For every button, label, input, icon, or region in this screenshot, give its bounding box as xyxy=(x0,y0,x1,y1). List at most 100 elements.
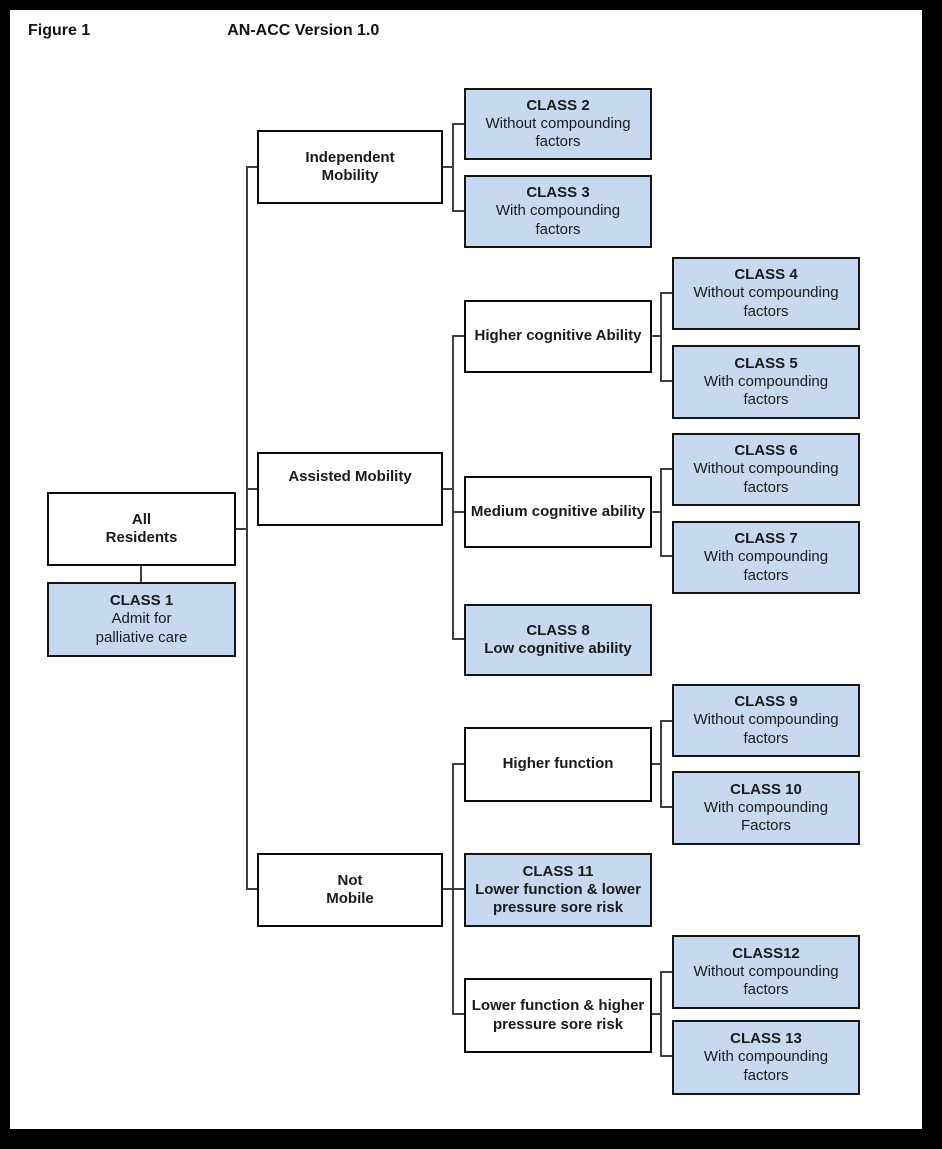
connector-class5-stub xyxy=(660,380,672,382)
connector-highercog-out xyxy=(652,335,662,337)
class-6-desc-line2: factors xyxy=(743,478,789,496)
medium-cognitive-label: Medium cognitive ability xyxy=(470,502,646,520)
connector-class12-stub xyxy=(660,971,672,973)
class-2-desc-line2: factors xyxy=(535,133,581,151)
class-11-desc-line1: Lower function & lower xyxy=(475,880,641,898)
class-9-desc-line1: Without compounding xyxy=(693,711,839,729)
connector-root-stub xyxy=(236,528,246,530)
node-higher-cognitive: Higher cognitive Ability xyxy=(464,300,652,373)
node-class-6: CLASS 6 Without compounding factors xyxy=(672,433,860,506)
class-12-title: CLASS12 xyxy=(732,944,800,962)
node-independent-mobility: Independent Mobility xyxy=(257,130,443,204)
class-2-desc-line1: Without compounding xyxy=(485,114,631,132)
node-class-2: CLASS 2 Without compounding factors xyxy=(464,88,652,160)
class-7-desc-line2: factors xyxy=(743,566,789,584)
connector-class11-stub xyxy=(452,888,464,890)
figure-title: AN-ACC Version 1.0 xyxy=(227,22,380,39)
connector-root-class1 xyxy=(140,566,142,582)
connector-higherfn-trunk xyxy=(660,720,662,808)
node-class-11: CLASS 11 Lower function & lower pressure… xyxy=(464,853,652,927)
node-class-5: CLASS 5 With compounding factors xyxy=(672,345,860,419)
class-13-title: CLASS 13 xyxy=(730,1030,802,1048)
lower-function-higher-line2: pressure sore risk xyxy=(492,1015,624,1033)
class-10-desc-line1: With compounding xyxy=(703,798,829,816)
class-8-title: CLASS 8 xyxy=(526,621,590,639)
node-class-7: CLASS 7 With compounding factors xyxy=(672,521,860,594)
connector-class2-stub xyxy=(452,123,464,125)
class-8-desc-line1: Low cognitive ability xyxy=(484,640,632,657)
class-11-title: CLASS 11 xyxy=(522,862,594,880)
class-3-desc-line2: factors xyxy=(535,220,581,238)
connector-independent-stub xyxy=(246,166,257,168)
figure-caption: Figure 1 AN-ACC Version 1.0 xyxy=(28,22,379,40)
independent-mobility-line1: Independent xyxy=(305,148,395,166)
node-class-1: CLASS 1 Admit for palliative care xyxy=(47,582,236,657)
lower-function-higher-line1: Lower function & higher xyxy=(471,997,645,1015)
connector-higherfn-out xyxy=(652,763,662,765)
connector-class10-stub xyxy=(660,806,672,808)
all-residents-line1: All xyxy=(131,510,152,528)
connector-class4-stub xyxy=(660,292,672,294)
class-4-desc-line1: Without compounding xyxy=(693,284,839,302)
node-medium-cognitive: Medium cognitive ability xyxy=(464,476,652,548)
node-not-mobile: Not Mobile xyxy=(257,853,443,927)
connector-notmobile-stub xyxy=(246,888,257,890)
node-class-10: CLASS 10 With compounding Factors xyxy=(672,771,860,845)
node-class-3: CLASS 3 With compounding factors xyxy=(464,175,652,248)
connector-mediumcog-out xyxy=(652,511,662,513)
class-7-title: CLASS 7 xyxy=(734,530,798,548)
connector-highercog-stub xyxy=(452,335,464,337)
class-10-title: CLASS 10 xyxy=(730,780,802,798)
connector-class7-stub xyxy=(660,555,672,557)
connector-mediumcog-trunk xyxy=(660,468,662,557)
class-5-desc-line2: factors xyxy=(743,391,789,409)
node-lower-function-higher: Lower function & higher pressure sore ri… xyxy=(464,978,652,1053)
class-11-desc-line2: pressure sore risk xyxy=(492,899,624,917)
not-mobile-line2: Mobile xyxy=(326,890,374,907)
all-residents-line2: Residents xyxy=(105,529,178,546)
connector-class3-stub xyxy=(452,210,464,212)
class-5-desc-line1: With compounding xyxy=(703,372,829,390)
node-class-12: CLASS12 Without compounding factors xyxy=(672,935,860,1009)
node-class-13: CLASS 13 With compounding factors xyxy=(672,1020,860,1095)
class-1-title: CLASS 1 xyxy=(109,592,174,610)
connector-higherfn-stub xyxy=(452,763,464,765)
connector-mobility-trunk xyxy=(246,166,248,890)
class-10-desc-line2: Factors xyxy=(740,817,791,835)
connector-lowerfn-out xyxy=(652,1013,662,1015)
class-6-title: CLASS 6 xyxy=(734,442,798,460)
class-3-desc-line1: With compounding xyxy=(495,202,621,220)
connector-independent-trunk xyxy=(452,123,454,212)
independent-mobility-line2: Mobility xyxy=(321,167,379,184)
connector-highercog-trunk xyxy=(660,292,662,382)
connector-independent-out xyxy=(443,166,454,168)
class-1-desc-line2: palliative care xyxy=(95,628,188,646)
class-1-desc-line1: Admit for xyxy=(111,610,172,628)
connector-class8-stub xyxy=(452,638,464,640)
class-13-desc-line1: With compounding xyxy=(703,1048,829,1066)
class-9-title: CLASS 9 xyxy=(734,693,798,711)
connector-lowerfn-stub xyxy=(452,1013,464,1015)
class-5-title: CLASS 5 xyxy=(734,354,798,372)
connector-assisted-trunk xyxy=(452,335,454,640)
class-13-desc-line2: factors xyxy=(743,1066,789,1084)
connector-class13-stub xyxy=(660,1055,672,1057)
connector-class6-stub xyxy=(660,468,672,470)
class-2-title: CLASS 2 xyxy=(526,96,590,114)
connector-notmobile-out xyxy=(443,888,454,890)
node-class-4: CLASS 4 Without compounding factors xyxy=(672,257,860,330)
connector-mediumcog-stub xyxy=(452,511,464,513)
node-higher-function: Higher function xyxy=(464,727,652,802)
class-4-title: CLASS 4 xyxy=(734,266,798,284)
connector-class9-stub xyxy=(660,720,672,722)
class-12-desc-line1: Without compounding xyxy=(693,962,839,980)
class-12-desc-line2: factors xyxy=(743,981,789,999)
not-mobile-line1: Not xyxy=(337,871,363,889)
connector-assisted-out xyxy=(443,488,454,490)
class-3-title: CLASS 3 xyxy=(526,184,590,202)
figure-label: Figure 1 xyxy=(28,22,91,39)
class-4-desc-line2: factors xyxy=(743,302,789,320)
class-9-desc-line2: factors xyxy=(743,729,789,747)
node-class-8: CLASS 8 Low cognitive ability xyxy=(464,604,652,676)
